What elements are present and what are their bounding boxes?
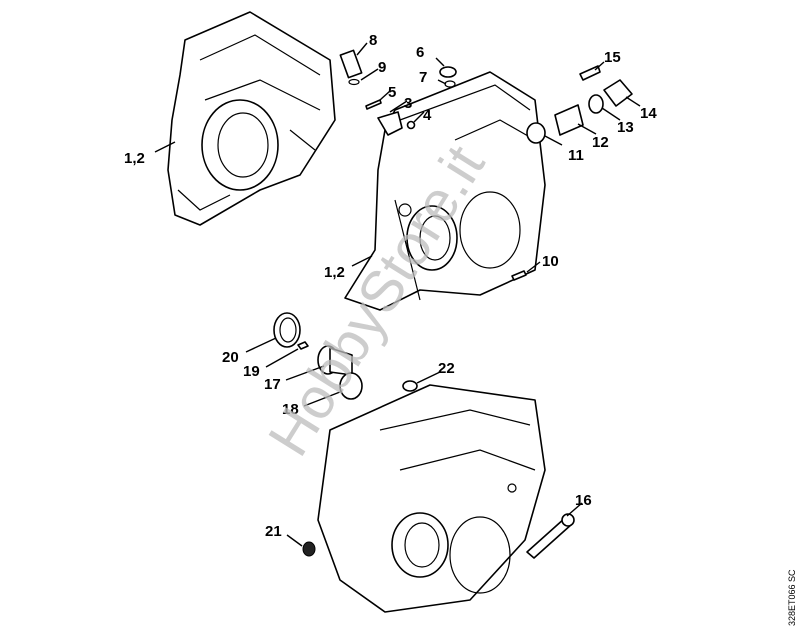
label-16: 16 — [575, 492, 592, 509]
label-1-2-middle: 1,2 — [324, 264, 345, 281]
plug-part-22 — [402, 380, 418, 392]
label-20: 20 — [222, 349, 239, 366]
pin-part-19 — [297, 341, 309, 350]
crankcase-half-left-part — [167, 11, 336, 226]
crankcase-half-bottom-part — [317, 384, 546, 613]
label-13: 13 — [617, 119, 634, 136]
label-8: 8 — [369, 32, 377, 49]
drawing-code: 328ET066 SC — [787, 569, 797, 626]
sleeve-part-8 — [339, 49, 363, 79]
cap-part-14 — [603, 79, 633, 107]
o-ring-part-7 — [444, 80, 456, 88]
label-1-2-top: 1,2 — [124, 150, 145, 167]
label-14: 14 — [640, 105, 657, 122]
label-11: 11 — [568, 147, 584, 164]
screw-part-10 — [511, 270, 527, 281]
label-17: 17 — [264, 376, 281, 393]
label-3: 3 — [404, 95, 412, 112]
plate-part-3 — [377, 111, 403, 136]
label-4: 4 — [423, 107, 432, 124]
nut-part-4 — [406, 120, 416, 130]
label-9: 9 — [378, 59, 386, 76]
screw-part-5 — [365, 99, 382, 110]
label-19: 19 — [243, 363, 260, 380]
leader-lines — [154, 42, 641, 547]
sleeve-part-12 — [554, 104, 584, 136]
part-labels: 1,2 1,2 3 4 5 6 7 8 9 10 11 12 13 14 15 … — [124, 32, 657, 540]
plug-part-21 — [302, 541, 316, 557]
label-5: 5 — [388, 84, 396, 101]
label-7: 7 — [419, 69, 427, 86]
label-12: 12 — [592, 134, 609, 151]
washer-part-13 — [588, 94, 604, 114]
ring-part-18 — [339, 372, 363, 400]
label-18: 18 — [282, 401, 299, 418]
label-22: 22 — [438, 360, 455, 377]
bushing-part-11 — [526, 122, 546, 144]
plug-part-6 — [439, 66, 457, 78]
label-15: 15 — [604, 49, 621, 66]
o-ring-part-9 — [348, 78, 360, 86]
label-10: 10 — [542, 253, 559, 270]
label-6: 6 — [416, 44, 424, 61]
label-21: 21 — [265, 523, 282, 540]
